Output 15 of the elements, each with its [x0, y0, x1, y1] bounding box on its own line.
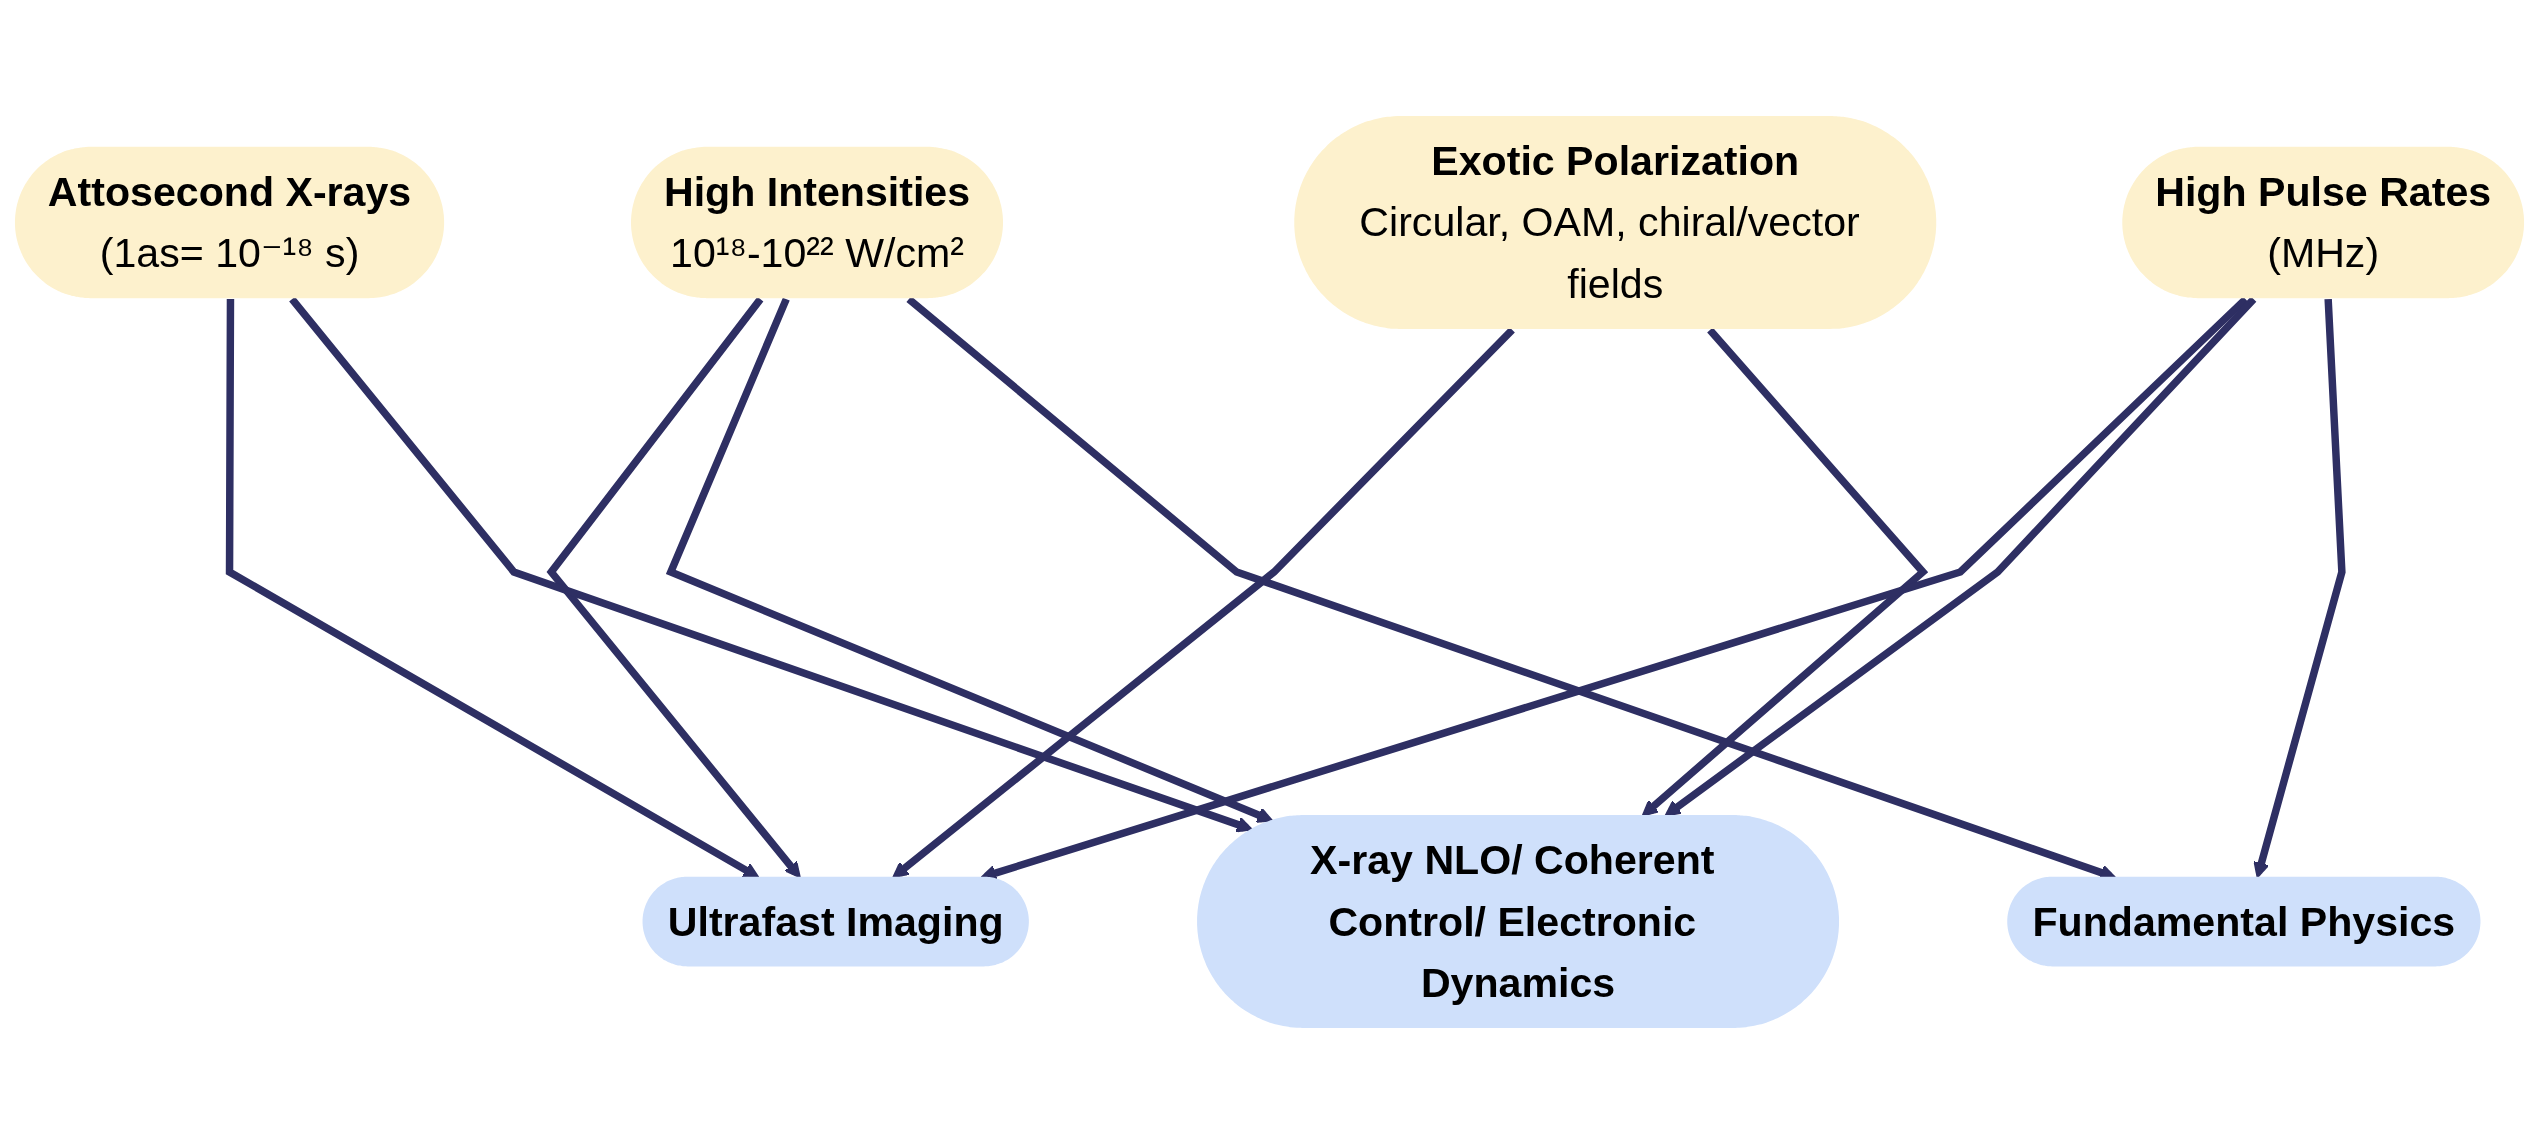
- node-box: High Intensities 10¹⁸-10²² W/cm²: [631, 146, 1003, 299]
- arrow: [665, 297, 1274, 823]
- arrow: [892, 327, 1515, 879]
- arrow: [1641, 327, 1929, 817]
- node-box: X-ray NLO/ Coherent Control/ Electronic Dynamics: [1197, 815, 1840, 1029]
- arrow: [1664, 296, 2257, 817]
- arrow: [546, 296, 801, 879]
- arrow: [225, 299, 760, 879]
- node-box: Fundamental Physics: [2007, 876, 2481, 967]
- node-box: Exotic Polarization Circular, OAM, chiral/vector fields: [1294, 115, 1937, 329]
- node-box: Ultrafast Imaging: [642, 876, 1029, 967]
- node-box: High Pulse Rates (MHz): [2122, 146, 2525, 299]
- node-box: Attosecond X-rays (1as= 10⁻¹⁸ s): [14, 146, 445, 299]
- arrow: [289, 296, 1253, 833]
- arrow: [2253, 298, 2346, 879]
